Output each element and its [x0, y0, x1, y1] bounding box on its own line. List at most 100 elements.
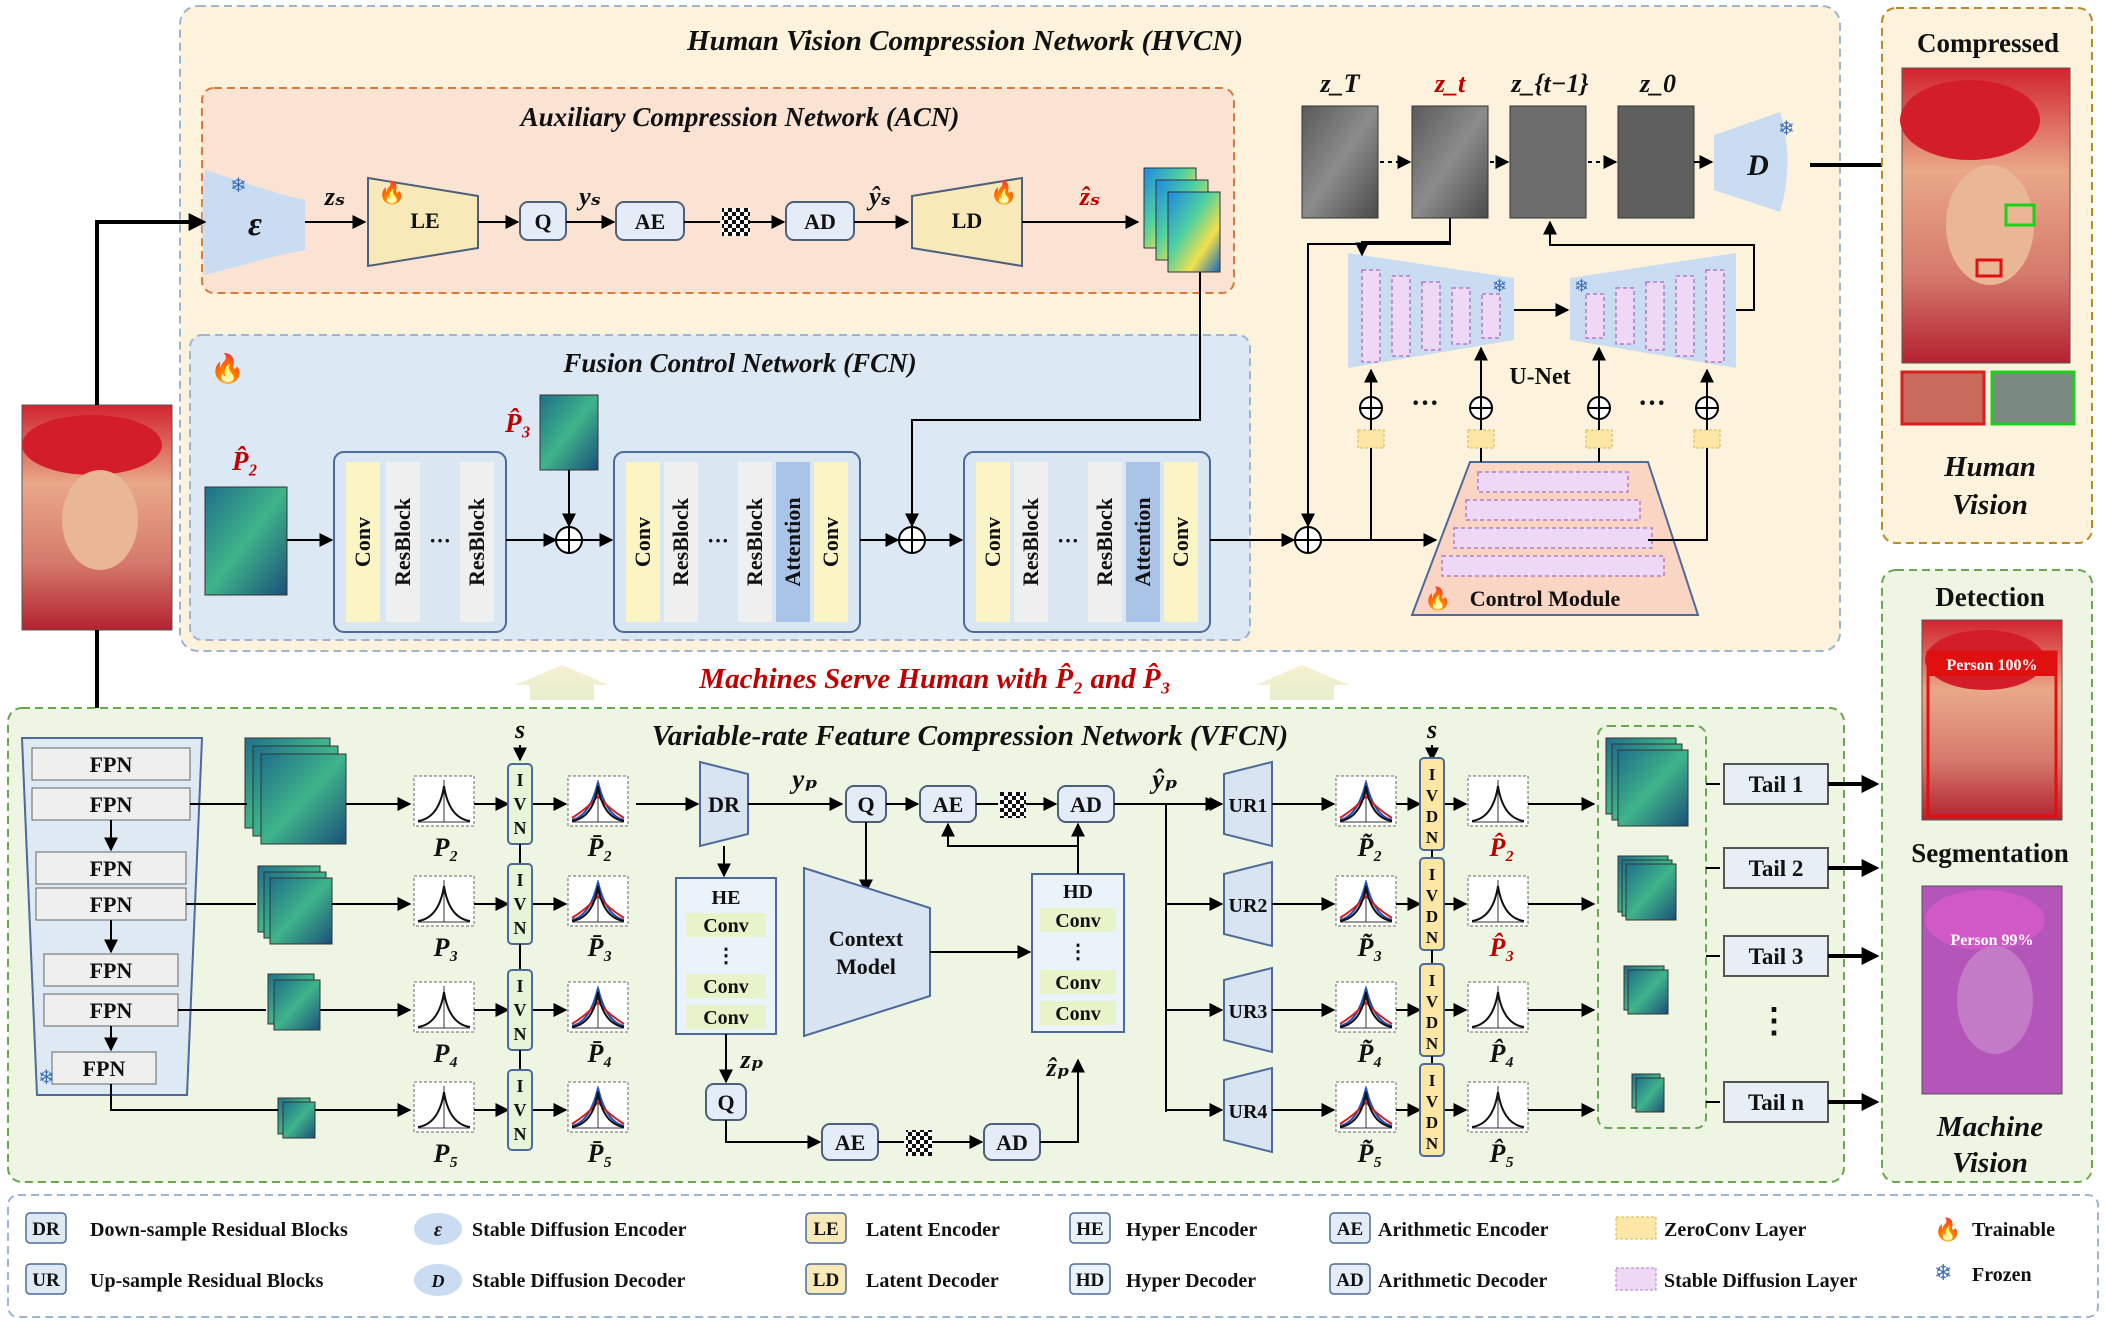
machine-vision-line1: Machine: [1936, 1111, 2043, 1143]
svg-text:Tail 1: Tail 1: [1749, 772, 1804, 797]
dist-pbar3: [567, 875, 629, 927]
fcn-p2-label: P̂₂: [231, 445, 258, 476]
dist-p4: [413, 981, 475, 1033]
legend-frozen: Frozen: [1972, 1264, 2032, 1286]
fpn-4: FPN: [90, 892, 133, 917]
hd-conv-2: Conv: [1055, 972, 1101, 994]
svg-text:AD: AD: [996, 1130, 1028, 1155]
hyper-decoder: [1031, 873, 1125, 1033]
fcn-b2-dots: ···: [707, 528, 729, 553]
tail-1: Tail 1: [1723, 763, 1829, 805]
fcn-add-2: [898, 526, 926, 554]
fcn-block-3: [963, 451, 1211, 633]
svg-text:LE: LE: [813, 1219, 838, 1240]
legend-sd-layer: Stable Diffusion Layer: [1664, 1270, 1857, 1292]
acn-title: Auxiliary Compression Network (ACN): [519, 102, 960, 132]
frozen-icon: ❄: [1778, 118, 1795, 140]
fcn-b1-conv: Conv: [350, 517, 375, 567]
svg-text:UR3: UR3: [1229, 1001, 1268, 1023]
sd-decoder: D ❄: [1714, 112, 1795, 212]
svg-text:AE: AE: [635, 209, 666, 234]
fcn-b3-conv-a: Conv: [980, 517, 1005, 567]
hvcn-title: Human Vision Compression Network (HVCN): [686, 25, 1243, 57]
svg-text:V: V: [1426, 786, 1439, 805]
pbar-label-3: P̄₃: [587, 933, 613, 962]
sd-encoder: ε ❄: [202, 170, 305, 275]
svg-text:AE: AE: [933, 792, 964, 817]
legend-ad: Arithmetic Decoder: [1378, 1270, 1547, 1292]
svg-text:V: V: [514, 894, 527, 914]
svg-text:🔥: 🔥: [1424, 586, 1451, 611]
he-vdots: ⋮: [716, 945, 736, 967]
dist-pbar5: [567, 1081, 629, 1133]
svg-text:Q: Q: [534, 209, 551, 234]
tails-vdots: ⋮: [1757, 1003, 1791, 1040]
fcn-b2-attention: Attention: [780, 497, 805, 586]
svg-text:LD: LD: [813, 1270, 839, 1291]
svg-text:N: N: [1426, 1034, 1439, 1053]
pbar-label-4: P̄₄: [587, 1039, 613, 1068]
dist-ptilde4: [1335, 981, 1397, 1033]
input-image: [21, 404, 173, 631]
fcn-p2-featuremap: [204, 486, 288, 596]
svg-text:ε: ε: [248, 206, 262, 243]
unet-label: U-Net: [1509, 364, 1570, 390]
fpn-5: FPN: [90, 958, 133, 983]
fpn-3: FPN: [90, 856, 133, 881]
svg-text:D: D: [1426, 1013, 1438, 1032]
fcn-b3-dots: ···: [1057, 528, 1079, 553]
frozen-icon: ❄: [38, 1067, 55, 1089]
phat-label-4: P̂₄: [1489, 1039, 1515, 1068]
trainable-icon: 🔥: [210, 352, 245, 385]
latent-zt-1: z_{t−1}: [1509, 69, 1589, 219]
svg-text:I: I: [516, 870, 523, 890]
svg-text:Tail 3: Tail 3: [1749, 944, 1804, 969]
ys-hat-label: ŷₛ: [866, 182, 891, 211]
acn-bitstream-icon: [722, 208, 750, 236]
zp-hat-label: ẑₚ: [1045, 1053, 1069, 1082]
hd-conv-3: Conv: [1055, 1003, 1101, 1025]
hd-conv-1: Conv: [1055, 910, 1101, 932]
fpn-feature-stacks: [244, 737, 347, 1139]
latent-encoder: LE 🔥: [367, 176, 479, 268]
fcn-b3-attention: Attention: [1130, 497, 1155, 586]
detection-image: [1921, 619, 2063, 821]
he-conv-2: Conv: [703, 976, 749, 998]
svg-text:DR: DR: [32, 1219, 60, 1240]
unet-dots-left: ···: [1411, 388, 1439, 419]
ivn-block-5: IVN: [507, 1069, 533, 1151]
ptilde-label-2: P̃₂: [1357, 833, 1383, 862]
pbar-label-2: P̄₂: [587, 833, 613, 862]
svg-text:N: N: [514, 1024, 527, 1044]
fpn-2: FPN: [90, 792, 133, 817]
output-features-box: [1597, 725, 1707, 1129]
fpn-7: FPN: [83, 1056, 126, 1081]
legend-ae: Arithmetic Encoder: [1378, 1219, 1549, 1241]
unet-dots-right: ···: [1638, 388, 1666, 419]
dist-ptilde5: [1335, 1081, 1397, 1133]
latent-zT: z_T: [1301, 69, 1379, 219]
context-model: [803, 866, 931, 1038]
svg-text:V: V: [1426, 886, 1439, 905]
dist-p2: [413, 775, 475, 827]
svg-text:UR1: UR1: [1229, 795, 1268, 817]
legend-sd-encoder: Stable Diffusion Encoder: [472, 1219, 687, 1241]
dist-phat5: [1467, 1081, 1529, 1133]
svg-text:AD: AD: [1070, 792, 1102, 817]
pbar-label-5: P̄₅: [587, 1139, 613, 1168]
machine-vision-line2: Vision: [1952, 1147, 2028, 1179]
fcn-block-1: [333, 451, 507, 633]
svg-text:LE: LE: [410, 208, 439, 233]
ptilde-label-5: P̃₅: [1357, 1139, 1383, 1168]
legend-ld: Latent Decoder: [866, 1270, 999, 1292]
he-conv-1: Conv: [703, 915, 749, 937]
yp-label: yₚ: [789, 764, 817, 794]
svg-text:N: N: [514, 1124, 527, 1144]
dist-phat2: [1467, 775, 1529, 827]
latent-zt: z_t: [1411, 69, 1489, 219]
svg-text:V: V: [1426, 1092, 1439, 1111]
